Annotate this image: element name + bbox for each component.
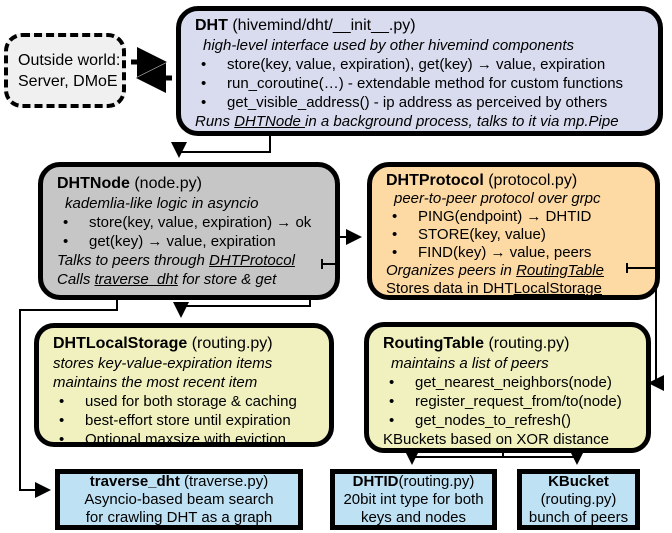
dht-tagline: high-level interface used by other hivem…: [203, 37, 575, 54]
dhtprotocol-title: DHTProtocol: [386, 172, 484, 189]
bullet-dot: •: [392, 226, 398, 243]
dhtprotocol-bullet-3: •FIND(key) → value, peers: [386, 244, 645, 262]
localstorage-link: LocalStorage: [513, 280, 602, 297]
dhtlocalstorage-tagline2: maintains the most recent item: [53, 374, 258, 391]
dhtid-title-line: DHTID(routing.py): [335, 473, 492, 491]
dhtlocalstorage-title: DHTLocalStorage: [53, 335, 188, 352]
routingtable-link: RoutingTable: [516, 262, 604, 279]
dhtnode-note2: Calls traverse_dht for store & get: [57, 271, 277, 288]
dhtnode-box: DHTNode (node.py) kademlia-like logic in…: [38, 162, 340, 300]
bullet-dot: •: [63, 214, 69, 231]
dhtnode-tagline: kademlia-like logic in asyncio: [65, 195, 259, 212]
dhtprotocol-file: (protocol.py): [483, 172, 578, 189]
dhtid-box: DHTID(routing.py) 20bit int type for bot…: [330, 469, 497, 530]
routingtable-tagline: maintains a list of peers: [391, 355, 549, 372]
outside-world-box: Outside world: Server, DMoE: [4, 33, 126, 108]
dhtlocalstorage-title-line: DHTLocalStorage (routing.py): [53, 334, 319, 354]
bullet-dot: •: [392, 208, 398, 225]
bullet-dot: •: [389, 412, 395, 429]
dhtlocalstorage-bullet-3: •Optional maxsize with eviction: [53, 430, 319, 449]
connector-dht-to-dhtnode: [171, 136, 271, 158]
bullet-dot: •: [392, 244, 398, 261]
dhtprotocol-note2: Stores data in DHTLocalStorage: [386, 280, 602, 297]
dhtprotocol-link: DHTProtocol: [209, 252, 295, 269]
dhtlocalstorage-box: DHTLocalStorage (routing.py) stores key-…: [34, 323, 334, 449]
dht-footer: Runs DHTNode in a background process, ta…: [195, 113, 619, 130]
traverse-line2: for crawling DHT as a graph: [85, 508, 273, 526]
bullet-dot: •: [389, 393, 395, 410]
outside-world-line1: Outside world:: [18, 51, 121, 69]
traverse-title: traverse_dht: [89, 472, 180, 490]
dhtprotocol-bullet-2: •STORE(key, value): [386, 226, 645, 244]
dht-box: DHT (hivemind/dht/__init__.py) high-leve…: [176, 6, 663, 136]
dhtlocalstorage-bullet-2: •best-effort store until expiration: [53, 411, 319, 430]
routingtable-title: RoutingTable: [383, 335, 485, 352]
routingtable-bullet-3: •get_nodes_to_refresh(): [383, 411, 636, 430]
dhtnode-file: (node.py): [129, 175, 202, 192]
bullet-dot: •: [63, 233, 69, 250]
bullet-dot: •: [201, 75, 207, 92]
dhtlocalstorage-bullet-1: •used for both storage & caching: [53, 392, 319, 411]
dhtnode-title-line: DHTNode (node.py): [57, 174, 325, 194]
dhtprotocol-title-line: DHTProtocol (protocol.py): [386, 171, 645, 190]
dhtid-line2: keys and nodes: [360, 508, 467, 526]
traverse-file: (traverse.py): [179, 472, 269, 490]
routingtable-box: RoutingTable (routing.py) maintains a li…: [364, 322, 651, 453]
dhtprotocol-note1: Organizes peers in RoutingTable: [386, 262, 604, 279]
kbucket-title-line: KBucket: [522, 473, 635, 491]
dhtid-file: (routing.py): [398, 472, 475, 490]
dhtnode-bullet-2: •get(key) → value, expiration: [57, 232, 325, 251]
kbucket-line1: bunch of peers: [528, 508, 629, 526]
dht-title-line: DHT (hivemind/dht/__init__.py): [195, 16, 648, 36]
kbucket-title: KBucket: [548, 472, 609, 490]
bullet-dot: •: [201, 56, 207, 73]
traverse-dht-link: traverse_dht: [94, 271, 178, 288]
dhtnode-note1: Talks to peers through DHTProtocol: [57, 252, 295, 269]
dht-file: (hivemind/dht/__init__.py): [227, 17, 416, 34]
dhtid-title: DHTID: [352, 472, 399, 490]
kbucket-file: (routing.py): [540, 490, 617, 508]
dhtprotocol-bullet-1: •PING(endpoint) → DHTID: [386, 208, 645, 226]
bullet-dot: •: [201, 94, 207, 111]
dhtprotocol-tagline: peer-to-peer protocol over grpc: [394, 190, 601, 207]
bullet-dot: •: [59, 393, 65, 410]
routingtable-bullet-1: •get_nearest_neighbors(node): [383, 373, 636, 392]
dhtnode-title: DHTNode: [57, 175, 130, 192]
dht-bullet-3: •get_visible_address() - ip address as p…: [195, 93, 648, 112]
traverse-title-line: traverse_dht (traverse.py): [60, 473, 298, 491]
kbucket-box: KBucket (routing.py) bunch of peers: [517, 469, 640, 530]
dhtnode-bullet-1: •store(key, value, expiration) → ok: [57, 213, 325, 232]
dhtnode-link: DHTNode: [234, 113, 306, 130]
dhtid-line1: 20bit int type for both: [343, 490, 484, 508]
routingtable-footer: KBuckets based on XOR distance: [383, 431, 609, 448]
dht-bullet-2: •run_coroutine(…) - extendable method fo…: [195, 74, 648, 93]
dhtprotocol-box: DHTProtocol (protocol.py) peer-to-peer p…: [367, 162, 660, 300]
routingtable-file: (routing.py): [484, 335, 570, 352]
dht-bullet-1: •store(key, value, expiration), get(key)…: [195, 55, 648, 74]
outside-world-line2: Server, DMoE: [18, 72, 118, 90]
routingtable-bullet-2: •register_request_from/to(node): [383, 392, 636, 411]
bullet-dot: •: [59, 412, 65, 429]
bullet-dot: •: [59, 431, 65, 448]
bullet-dot: •: [389, 374, 395, 391]
routingtable-title-line: RoutingTable (routing.py): [383, 334, 636, 354]
traverse-line1: Asyncio-based beam search: [84, 490, 274, 508]
connector-routingtable-branch: [412, 453, 577, 458]
dhtlocalstorage-file: (routing.py): [187, 335, 273, 352]
traverse-dht-box: traverse_dht (traverse.py) Asyncio-based…: [55, 469, 303, 530]
dht-title: DHT: [195, 17, 228, 34]
dhtlocalstorage-tagline1: stores key-value-expiration items: [53, 355, 273, 372]
